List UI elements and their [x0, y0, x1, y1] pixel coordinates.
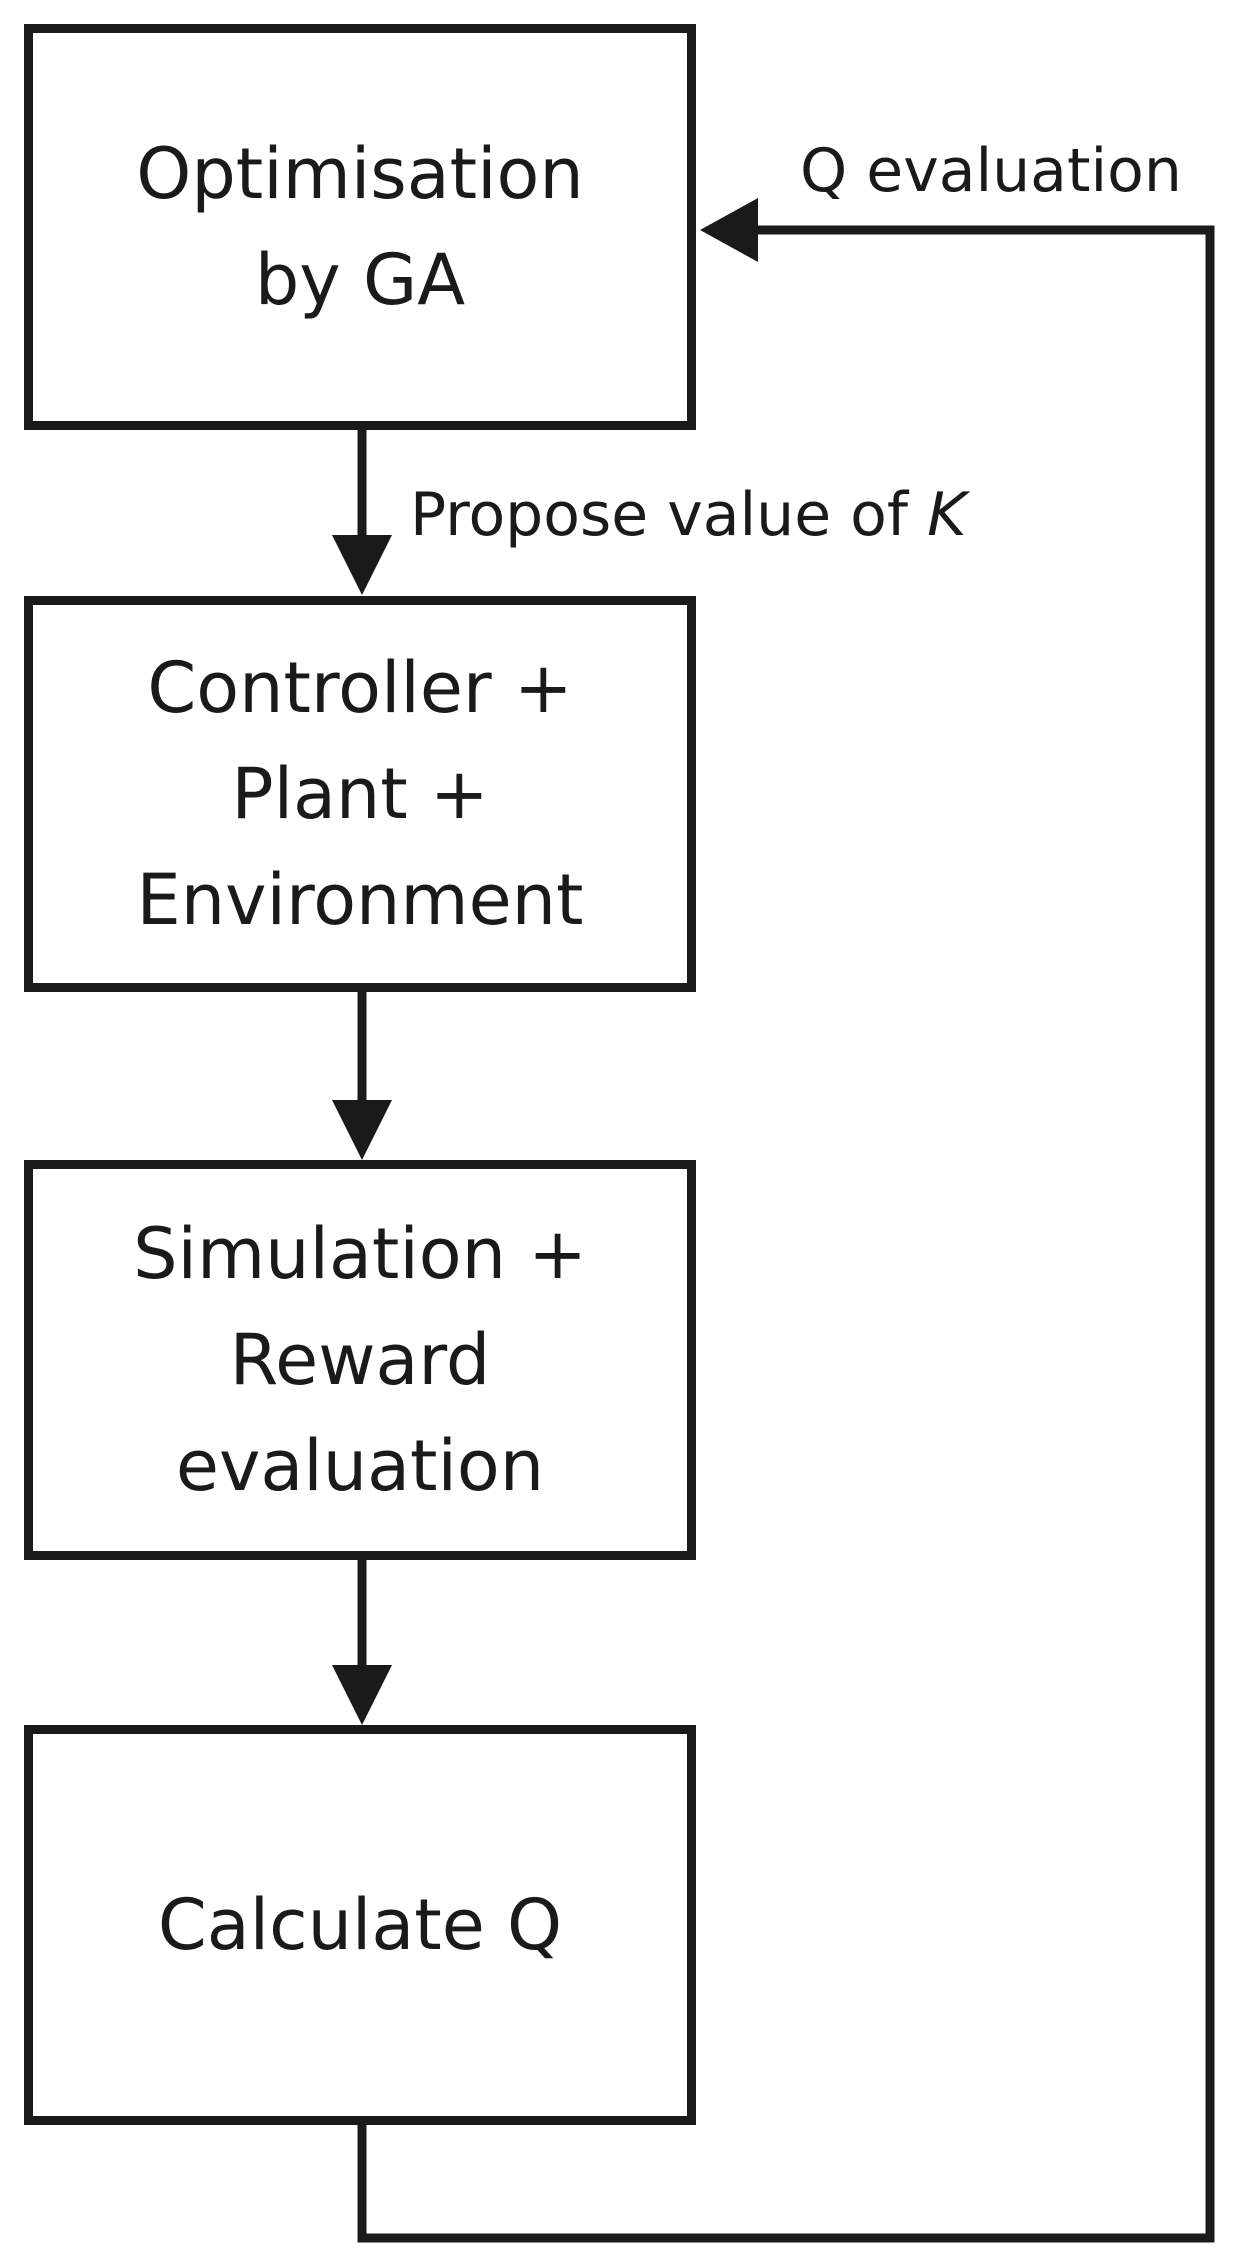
label-q-evaluation: Q evaluation: [800, 136, 1182, 206]
node-calculate-line-1: Calculate Q: [157, 1884, 563, 1966]
node-controller-plant-environment: Controller + Plant + Environment: [24, 596, 696, 992]
node-simulation-line-2: Reward: [229, 1319, 491, 1401]
node-controller-line-3: Environment: [136, 859, 584, 941]
arrow-controller-to-simulation: [332, 992, 392, 1160]
label-propose-value-of-k: Propose value of K: [410, 480, 966, 550]
node-optimisation-line-2: by GA: [254, 239, 466, 321]
node-controller-line-1: Controller +: [147, 647, 573, 729]
node-simulation-reward-evaluation: Simulation + Reward evaluation: [24, 1160, 696, 1560]
node-optimisation-by-ga: Optimisation by GA: [24, 24, 696, 430]
node-simulation-line-3: evaluation: [175, 1425, 545, 1507]
label-q-evaluation-text: Q evaluation: [800, 136, 1182, 206]
node-optimisation-line-1: Optimisation: [136, 133, 584, 215]
node-calculate-q: Calculate Q: [24, 1725, 696, 2125]
label-propose-text: Propose value of: [410, 480, 928, 550]
arrow-optimisation-to-controller: [332, 430, 392, 595]
node-controller-line-2: Plant +: [231, 753, 489, 835]
arrow-simulation-to-calculate: [332, 1560, 392, 1725]
label-propose-symbol: K: [927, 480, 967, 550]
node-simulation-line-1: Simulation +: [133, 1213, 587, 1295]
feedback-loop-arrow: [357, 198, 1215, 2243]
